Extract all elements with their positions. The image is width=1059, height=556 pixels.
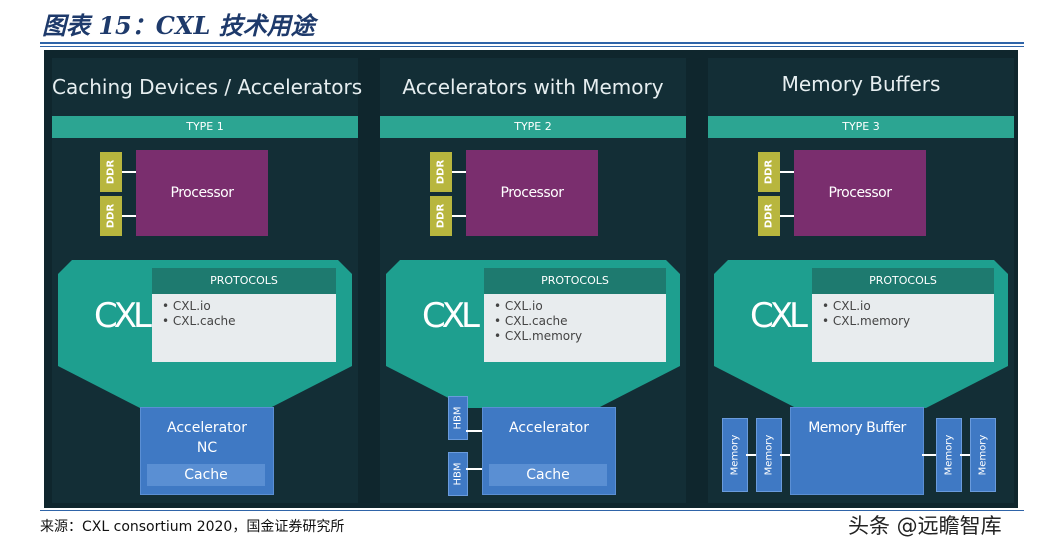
ddr-module: DDR xyxy=(100,196,122,236)
memory-link xyxy=(922,454,936,456)
memory-link xyxy=(746,454,756,456)
column-heading: Accelerators with Memory xyxy=(402,75,664,99)
protocols-heading: PROTOCOLS xyxy=(812,268,994,294)
type-bar: TYPE 1 xyxy=(52,116,358,138)
ddr-module: DDR xyxy=(758,152,780,192)
protocols-box: PROTOCOLS • CXL.io • CXL.memory xyxy=(812,268,994,362)
hbm-link xyxy=(466,468,482,470)
source-note: 来源：CXL consortium 2020，国金证券研究所 xyxy=(40,519,345,535)
protocol-item: • CXL.cache xyxy=(162,314,236,328)
column-type3: Memory Buffers TYPE 3 DDR DDR Processor … xyxy=(708,58,1014,503)
accelerator-block: Accelerator NC Cache xyxy=(140,407,274,495)
title-rule-top xyxy=(40,42,1024,44)
memory-buffer-label: Memory Buffer xyxy=(808,420,906,436)
cxl-diagram-panel: Caching Devices / Accelerators TYPE 1 DD… xyxy=(44,50,1018,508)
protocol-item: • CXL.memory xyxy=(494,329,583,343)
source-rule xyxy=(40,510,1024,511)
protocols-heading: PROTOCOLS xyxy=(152,268,336,294)
ddr-module: DDR xyxy=(430,152,452,192)
protocol-item: • CXL.io xyxy=(162,299,211,313)
protocol-list: • CXL.io • CXL.cache xyxy=(162,299,236,329)
hbm-module: HBM xyxy=(448,452,468,496)
ddr-link xyxy=(122,215,136,217)
memory-module: Memory xyxy=(722,418,748,492)
hbm-link xyxy=(466,430,482,432)
page-title: 图表 15：CXL 技术用途 xyxy=(42,11,315,40)
cache-block: Cache xyxy=(489,464,607,486)
protocol-item: • CXL.memory xyxy=(822,314,911,328)
cxl-logo: CXL xyxy=(422,296,480,336)
protocol-item: • CXL.io xyxy=(494,299,543,313)
processor-block: Processor xyxy=(136,150,268,236)
ddr-link xyxy=(122,171,136,173)
memory-module: Memory xyxy=(970,418,996,492)
accelerator-label: Accelerator xyxy=(509,420,589,436)
protocols-box: PROTOCOLS • CXL.io • CXL.cache • CXL.mem… xyxy=(484,268,666,362)
hbm-module: HBM xyxy=(448,396,468,440)
watermark: 头条 @远瞻智库 xyxy=(848,514,1002,538)
ddr-link xyxy=(780,171,794,173)
memory-link xyxy=(780,454,790,456)
protocols-box: PROTOCOLS • CXL.io • CXL.cache xyxy=(152,268,336,362)
column-heading: Memory Buffers xyxy=(781,72,941,96)
title-rule-bottom xyxy=(40,46,1024,47)
processor-block: Processor xyxy=(794,150,926,236)
protocols-heading: PROTOCOLS xyxy=(484,268,666,294)
type-bar: TYPE 2 xyxy=(380,116,686,138)
ddr-link xyxy=(452,171,466,173)
ddr-link xyxy=(780,215,794,217)
column-type1: Caching Devices / Accelerators TYPE 1 DD… xyxy=(52,58,363,503)
accelerator-label: Accelerator xyxy=(167,420,247,436)
memory-link xyxy=(960,454,970,456)
column-heading: Caching Devices / Accelerators xyxy=(52,75,363,99)
cache-block: Cache xyxy=(147,464,265,486)
cxl-logo: CXL xyxy=(94,296,152,336)
ddr-link xyxy=(452,215,466,217)
memory-buffer-block: Memory Buffer xyxy=(790,407,924,495)
accelerator-block: Accelerator Cache xyxy=(482,407,616,495)
accelerator-sublabel: NC xyxy=(196,440,218,456)
column-type2: Accelerators with Memory TYPE 2 DDR DDR … xyxy=(380,58,686,503)
memory-module: Memory xyxy=(756,418,782,492)
ddr-module: DDR xyxy=(430,196,452,236)
processor-block: Processor xyxy=(466,150,598,236)
cxl-logo: CXL xyxy=(750,296,808,336)
protocol-list: • CXL.io • CXL.memory xyxy=(822,299,910,329)
ddr-module: DDR xyxy=(100,152,122,192)
ddr-module: DDR xyxy=(758,196,780,236)
memory-module: Memory xyxy=(936,418,962,492)
protocol-list: • CXL.io • CXL.cache • CXL.memory xyxy=(494,299,582,344)
protocol-item: • CXL.cache xyxy=(494,314,568,328)
type-bar: TYPE 3 xyxy=(708,116,1014,138)
protocol-item: • CXL.io xyxy=(822,299,871,313)
